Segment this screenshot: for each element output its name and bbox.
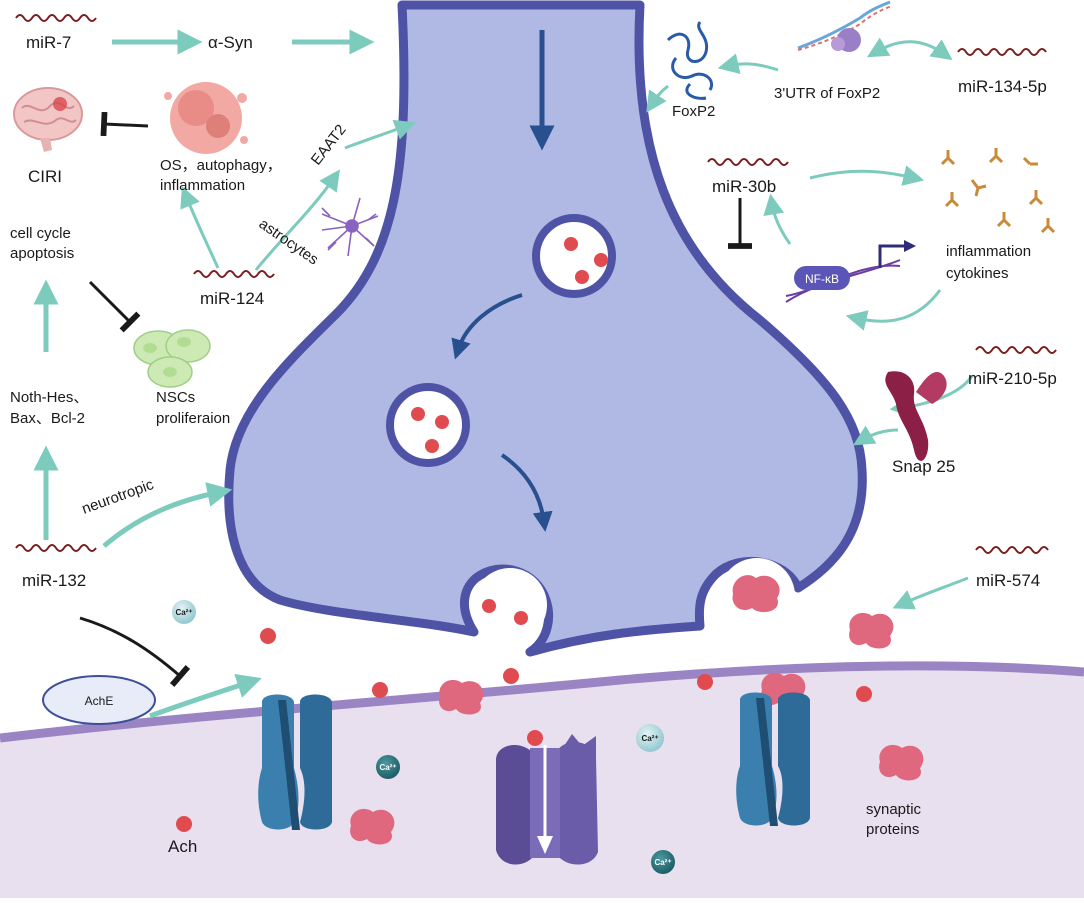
mir132-label: miR-132 (22, 571, 86, 590)
utr-label: 3'UTR of FoxP2 (774, 85, 880, 102)
cytokines-icon (940, 148, 1056, 234)
docked-vesicle-right (719, 558, 795, 634)
mirna-waves (15, 14, 1057, 554)
nsc-label-1: NSCs (156, 389, 195, 406)
cellcycle-label-1: cell cycle (10, 225, 71, 242)
ache-label: AchE (85, 694, 114, 708)
blue-arrow-curve-1 (451, 293, 523, 360)
snap25-label: Snap 25 (892, 457, 955, 476)
mir7-label: miR-7 (26, 33, 71, 52)
synaptic-proteins-label-1: synaptic (866, 801, 922, 818)
brain-icon (13, 87, 83, 152)
snap25-protein-icon (885, 371, 947, 461)
synaptic-proteins-label-2: proteins (866, 821, 919, 838)
astrocyte-icon (321, 197, 379, 257)
mir30b-label: miR-30b (712, 177, 776, 196)
ca-ion-label-1: Ca²⁺ (175, 608, 192, 617)
mir124-label: miR-124 (200, 289, 264, 308)
cleft-molecules (260, 612, 924, 845)
vesicle-1 (532, 214, 616, 298)
asyn-label: α-Syn (208, 33, 253, 52)
teal-arrows-thin (180, 119, 416, 271)
inhibition-bars (79, 111, 752, 687)
nsc-label-2: proliferaion (156, 410, 230, 427)
noth-label-2: Bax、Bcl-2 (10, 410, 85, 427)
nfkb-label: NF-κB (805, 272, 839, 286)
nfkb-dna-icon (785, 240, 916, 303)
cellcycle-label-2: apoptosis (10, 245, 74, 262)
mir574-label: miR-574 (976, 571, 1040, 590)
ache-enzyme (42, 675, 156, 725)
blue-arrow-curve-2 (500, 453, 553, 532)
foxp2-protein-icon (666, 21, 713, 100)
mir210-label: miR-210-5p (968, 369, 1057, 388)
ca-ion-label-2: Ca²⁺ (641, 734, 658, 743)
presynaptic-terminal (224, 0, 867, 657)
mir134-label: miR-134-5p (958, 77, 1047, 96)
dna-complex-icon (797, 0, 893, 52)
ion-channel-left (258, 694, 332, 830)
noth-label-1: Noth-Hes、 (10, 389, 88, 406)
ion-channel-right (736, 692, 810, 826)
damaged-cell-icon (164, 82, 248, 154)
ach-label: Ach (168, 837, 197, 856)
vesicle-2 (386, 383, 470, 467)
inflammation-label-2: cytokines (946, 265, 1009, 282)
nsc-cells-icon (133, 329, 211, 388)
ca-ion-label-4: Ca²⁺ (654, 858, 671, 867)
neurotropic-label: neurotropic (80, 476, 157, 518)
docked-vesicle-left (473, 568, 547, 642)
calcium-ions (172, 600, 675, 874)
eaat2-label: EAAT2 (308, 121, 350, 168)
ach-dot (176, 816, 192, 832)
ca-ion-label-3: Ca²⁺ (379, 763, 396, 772)
os-label-1: OS，autophagy， (160, 157, 282, 174)
os-label-2: inflammation (160, 177, 245, 194)
inflammation-label-1: inflammation (946, 243, 1031, 260)
ciri-label: CIRI (28, 167, 62, 186)
receptor-channel (496, 734, 598, 865)
foxp2-label: FoxP2 (672, 103, 715, 120)
teal-arrows (33, 29, 375, 719)
